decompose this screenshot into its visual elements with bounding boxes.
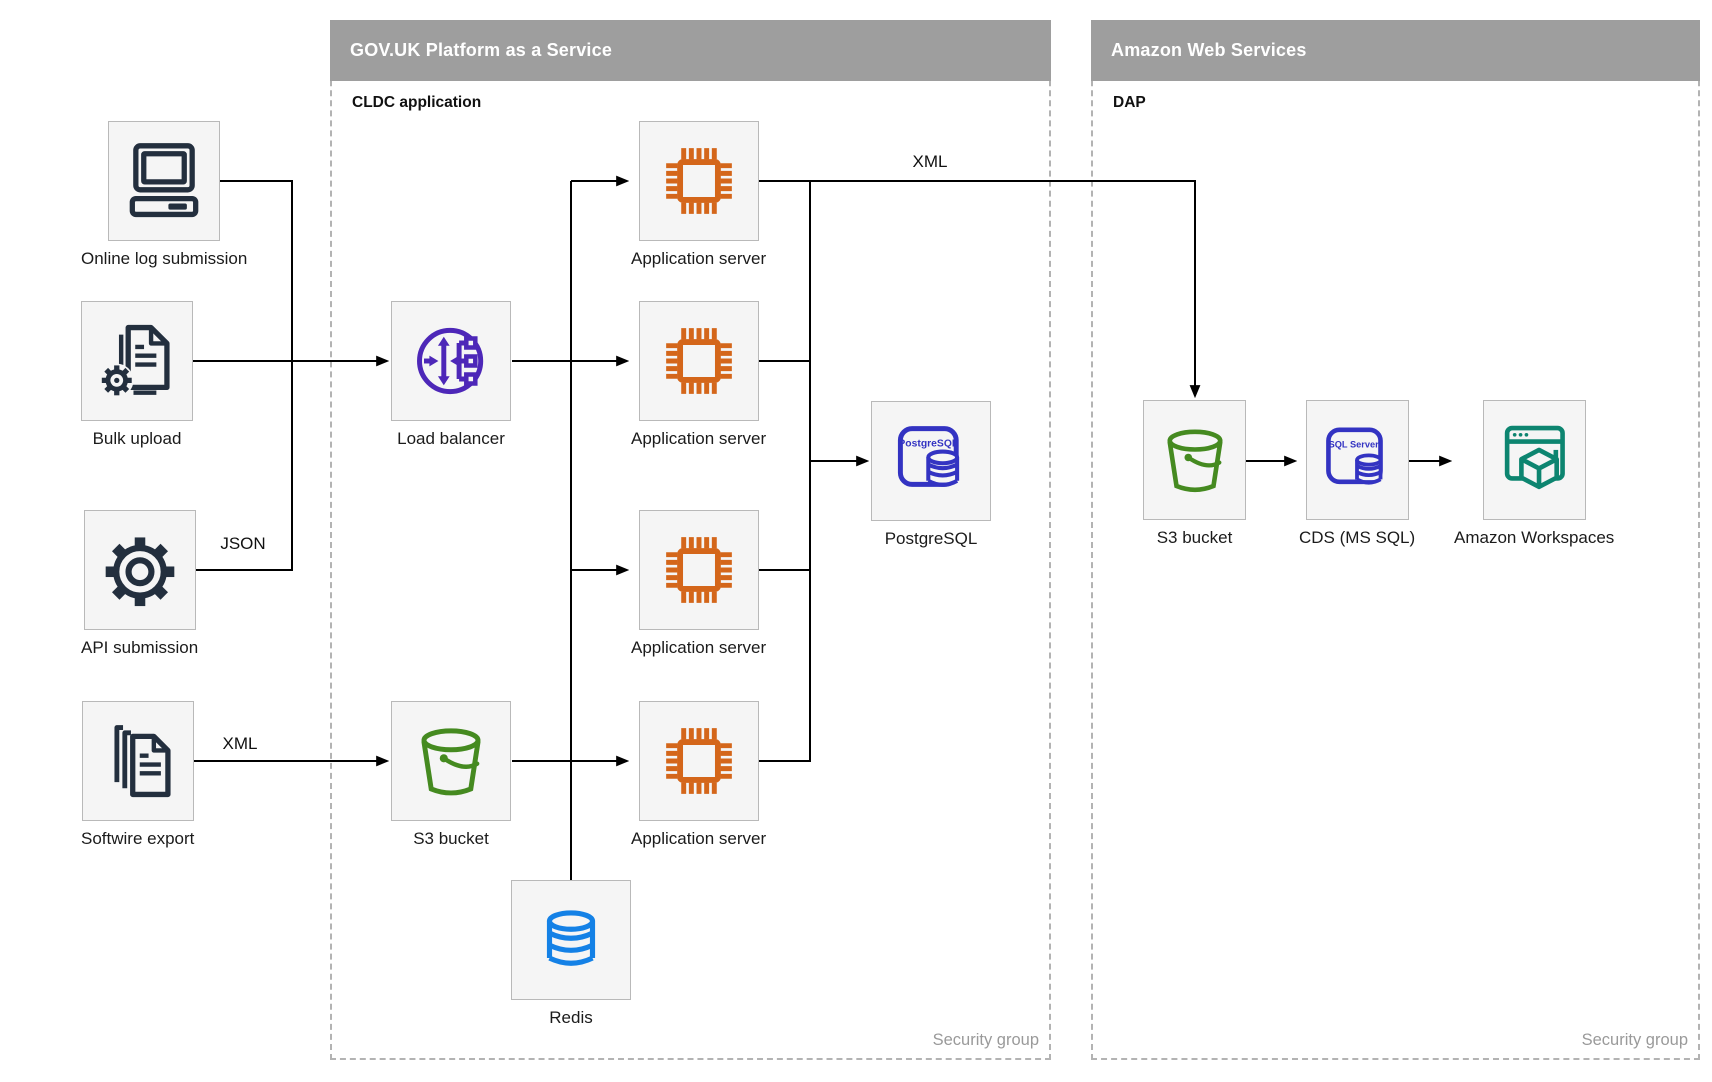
bucket-icon — [1143, 400, 1246, 520]
postgresql-icon-text: PostgreSQL — [898, 439, 958, 450]
chip-icon — [638, 301, 759, 421]
node-application-server-3: Application server — [631, 510, 766, 658]
workspaces-icon — [1482, 400, 1586, 520]
node-s3-bucket-aws: S3 bucket — [1143, 400, 1246, 548]
node-bulk-upload: Bulk upload — [81, 301, 193, 449]
security-group-label: Security group — [1581, 1031, 1688, 1049]
edge-label-xml-aws: XML — [909, 152, 951, 172]
container-title: Amazon Web Services — [1111, 40, 1307, 60]
node-api-submission: API submission — [81, 510, 198, 658]
security-group-label: Security group — [932, 1031, 1039, 1049]
container-govuk-paas-titlebar: GOV.UK Platform as a Service — [330, 20, 1051, 81]
node-online-log-submission: Online log submission — [81, 121, 247, 269]
container-sublabel-cldc: CLDC application — [352, 94, 482, 111]
gear-icon — [83, 510, 196, 630]
node-label: PostgreSQL — [884, 529, 978, 548]
node-label: API submission — [81, 638, 199, 657]
node-label: Application server — [631, 829, 767, 848]
node-label: S3 bucket — [413, 829, 489, 848]
node-cds-ms-sql: SQL Server CDS (MS SQL) — [1299, 400, 1415, 548]
node-label: S3 bucket — [1156, 528, 1233, 547]
chip-icon — [638, 121, 759, 241]
document-gear-icon — [81, 301, 193, 421]
database-icon — [511, 880, 631, 1000]
node-application-server-4: Application server — [631, 701, 766, 849]
container-aws-titlebar: Amazon Web Services — [1091, 20, 1700, 81]
node-redis: Redis — [511, 880, 631, 1028]
node-label: Bulk upload — [92, 429, 182, 448]
sql-server-icon: SQL Server — [1305, 400, 1409, 520]
node-load-balancer: Load balancer — [391, 301, 511, 449]
node-softwire-export: Softwire export — [81, 701, 194, 849]
node-postgresql: PostgreSQL PostgreSQL — [871, 401, 991, 549]
edge-label-json: JSON — [217, 534, 269, 554]
node-s3-bucket-paas: S3 bucket — [391, 701, 511, 849]
chip-icon — [638, 510, 759, 630]
load-balancer-icon — [391, 301, 511, 421]
node-label: Redis — [549, 1008, 593, 1027]
node-label: Load balancer — [397, 429, 505, 448]
node-label: CDS (MS SQL) — [1299, 528, 1416, 547]
node-application-server-2: Application server — [631, 301, 766, 449]
container-aws: Amazon Web Services DAP Security group — [1091, 20, 1700, 1060]
computer-icon — [108, 121, 221, 241]
node-application-server-1: Application server — [631, 121, 766, 269]
documents-stack-icon — [81, 701, 194, 821]
node-label: Application server — [631, 429, 767, 448]
node-label: Application server — [631, 638, 767, 657]
sql-server-icon-text: SQL Server — [1329, 439, 1380, 449]
bucket-icon — [391, 701, 511, 821]
edge-label-xml-softwire: XML — [219, 734, 261, 754]
node-amazon-workspaces: Amazon Workspaces — [1454, 400, 1614, 548]
node-label: Softwire export — [81, 829, 195, 848]
container-title: GOV.UK Platform as a Service — [350, 40, 613, 60]
node-label: Online log submission — [81, 249, 248, 268]
container-govuk-paas: GOV.UK Platform as a Service CLDC applic… — [330, 20, 1051, 1060]
node-label: Application server — [631, 249, 767, 268]
node-label: Amazon Workspaces — [1454, 528, 1615, 547]
chip-icon — [638, 701, 759, 821]
postgresql-icon: PostgreSQL — [871, 401, 991, 521]
container-sublabel-dap: DAP — [1113, 94, 1146, 111]
